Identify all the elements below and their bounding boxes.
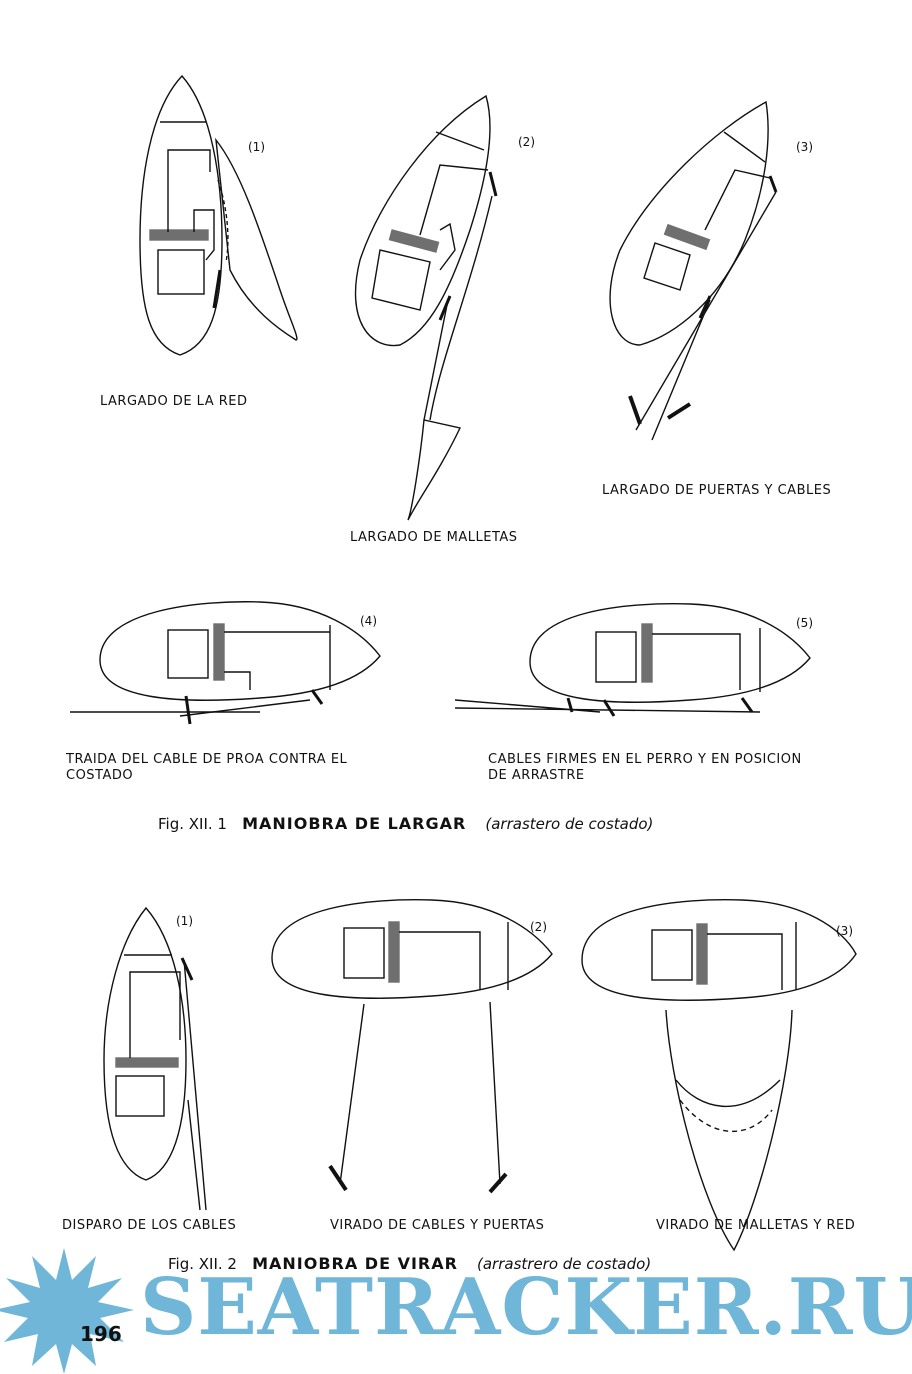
fig2-caption-number: Fig. XII. 2: [168, 1255, 237, 1273]
fig1-panel3-number: (3): [796, 140, 813, 154]
fig1-caption-subtitle: (arrastero de costado): [485, 815, 654, 833]
fig1-panel2-number: (2): [518, 135, 535, 149]
hull-fig1-p4: [70, 601, 381, 725]
fig1-panel4-label-line1: TRAIDA DEL CABLE DE PROA CONTRA EL: [66, 752, 348, 767]
fig2-caption-title: MANIOBRA DE VIRAR: [252, 1254, 458, 1273]
fig1-panel1-number: (1): [248, 140, 265, 154]
fig1-panel4-label-line2: COSTADO: [66, 768, 134, 783]
hull-fig2-p1: [103, 906, 207, 1211]
fig1-panel1-label: LARGADO DE LA RED: [100, 394, 248, 409]
hull-fig1-p1: [139, 74, 298, 356]
hull-fig2-p2: [271, 899, 553, 1194]
fig1-caption: Fig. XII. 1 MANIOBRA DE LARGAR (arraster…: [158, 814, 653, 833]
fig2-panel3-label: VIRADO DE MALLETAS Y RED: [656, 1218, 856, 1233]
hull-fig1-p2: [354, 94, 498, 521]
fig1-panel5-label-line1: CABLES FIRMES EN EL PERRO Y EN POSICION: [488, 752, 802, 767]
fig2-panel1-number: (1): [176, 914, 193, 928]
fig1-caption-number: Fig. XII. 1: [158, 815, 227, 833]
fig2-caption-subtitle: (arrastrero de costado): [477, 1255, 652, 1273]
watermark-sun-icon: [0, 1248, 134, 1374]
page-number: 196: [80, 1322, 122, 1346]
fig2-panel3-number: (3): [836, 924, 853, 938]
fig1-panel5-number: (5): [796, 616, 813, 630]
fig1-panel2-label: LARGADO DE MALLETAS: [350, 530, 518, 545]
fig1-panel4-number: (4): [360, 614, 377, 628]
fig2-panel1-label: DISPARO DE LOS CABLES: [62, 1218, 237, 1233]
fig2-panel2-label: VIRADO DE CABLES Y PUERTAS: [330, 1218, 545, 1233]
hull-fig2-p3: [581, 899, 857, 1252]
watermark-text: SEATRACKER.RU: [140, 1262, 912, 1353]
fig2-caption: Fig. XII. 2 MANIOBRA DE VIRAR (arrastrer…: [168, 1254, 651, 1273]
fig1-caption-title: MANIOBRA DE LARGAR: [242, 814, 467, 833]
fig1-panel5-label-line2: DE ARRASTRE: [488, 768, 585, 783]
hull-fig1-p3: [609, 100, 778, 441]
hull-fig1-p5: [454, 603, 811, 717]
fig2-panel2-number: (2): [530, 920, 547, 934]
fig1-panel3-label: LARGADO DE PUERTAS Y CABLES: [602, 483, 832, 498]
